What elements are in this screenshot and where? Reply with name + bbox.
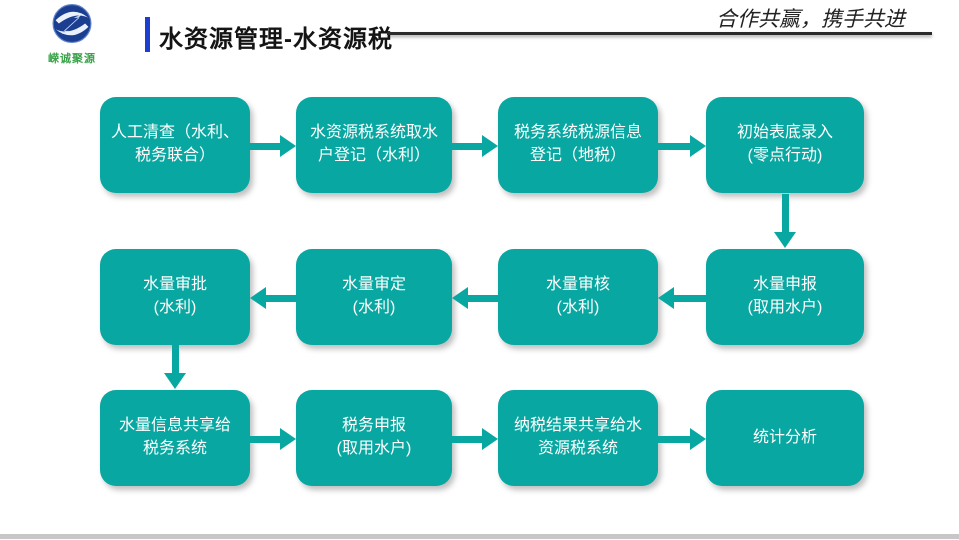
box-share-tax-result: 纳税结果共享给水 资源税系统 [498, 390, 658, 486]
box-label-line1: 税务系统税源信息 [513, 124, 642, 142]
flow-arrow-left-2-icon [452, 287, 498, 309]
box-label-line2: (水利) [153, 299, 197, 316]
box-volume-review: 水量审核 (水利) [498, 249, 658, 345]
box-volume-approval: 水量审批 (水利) [100, 249, 250, 345]
box-statistics-analysis: 统计分析 [706, 390, 864, 486]
box-tax-source-registration: 税务系统税源信息 登记（地税） [498, 97, 658, 193]
box-label-line1: 水量审核 [545, 276, 610, 294]
flow-arrow-left-3-icon [250, 287, 296, 309]
box-water-user-registration: 水资源税系统取水 户登记（水利） [296, 97, 452, 193]
box-volume-declaration: 水量申报 (取用水户) [706, 249, 864, 345]
box-label-line2: 户登记（水利） [317, 147, 430, 164]
box-manual-survey: 人工清查（水利、 税务联合） [100, 97, 250, 193]
box-label-line1: 水量审定 [341, 276, 406, 294]
box-label-line2: 登记（地税） [529, 147, 626, 164]
flow-arrow-right-5-icon [452, 428, 498, 450]
box-initial-meter-entry: 初始表底录入 (零点行动) [706, 97, 864, 193]
box-label-line1: 统计分析 [752, 428, 817, 446]
box-label-line2: 税务联合） [134, 147, 215, 164]
box-label-line1: 初始表底录入 [736, 124, 833, 142]
box-label-line1: 税务申报 [341, 417, 406, 435]
box-share-volume-info: 水量信息共享给 税务系统 [100, 390, 250, 486]
flow-arrow-right-4-icon [250, 428, 296, 450]
flow-arrow-right-1-icon [250, 135, 296, 157]
box-label-line2: 资源税系统 [537, 440, 618, 457]
box-label-line1: 水资源税系统取水 [309, 124, 438, 142]
title-accent-bar [145, 17, 150, 52]
page-title: 水资源管理-水资源税 [159, 26, 393, 53]
box-label-line1: 人工清查（水利、 [110, 124, 239, 142]
header-divider-line [387, 32, 932, 35]
box-label-line2: (取用水户) [336, 440, 412, 457]
box-label-line1: 纳税结果共享给水 [513, 417, 642, 435]
flow-arrow-down-left-icon [164, 345, 186, 389]
bottom-strip [0, 534, 959, 539]
box-label-line2: 税务系统 [142, 440, 207, 457]
flow-arrow-right-6-icon [658, 428, 706, 450]
company-logo: 嵘诚聚源 [36, 3, 108, 66]
box-label-line1: 水量审批 [142, 276, 207, 294]
box-label-line2: (水利) [352, 299, 396, 316]
box-label-line1: 水量信息共享给 [118, 417, 231, 435]
box-label-line2: (零点行动) [747, 147, 823, 164]
slogan-text: 合作共赢，携手共进 [716, 8, 905, 31]
box-tax-declaration: 税务申报 (取用水户) [296, 390, 452, 486]
box-volume-determination: 水量审定 (水利) [296, 249, 452, 345]
flow-arrow-right-3-icon [658, 135, 706, 157]
flow-arrow-left-1-icon [658, 287, 706, 309]
flow-arrow-down-right-icon [774, 194, 796, 248]
logo-text: 嵘诚聚源 [48, 53, 96, 65]
box-label-line2: (水利) [556, 299, 600, 316]
flow-arrow-right-2-icon [452, 135, 498, 157]
logo-icon [52, 4, 92, 44]
box-label-line1: 水量申报 [752, 276, 817, 294]
box-label-line2: (取用水户) [747, 299, 823, 316]
